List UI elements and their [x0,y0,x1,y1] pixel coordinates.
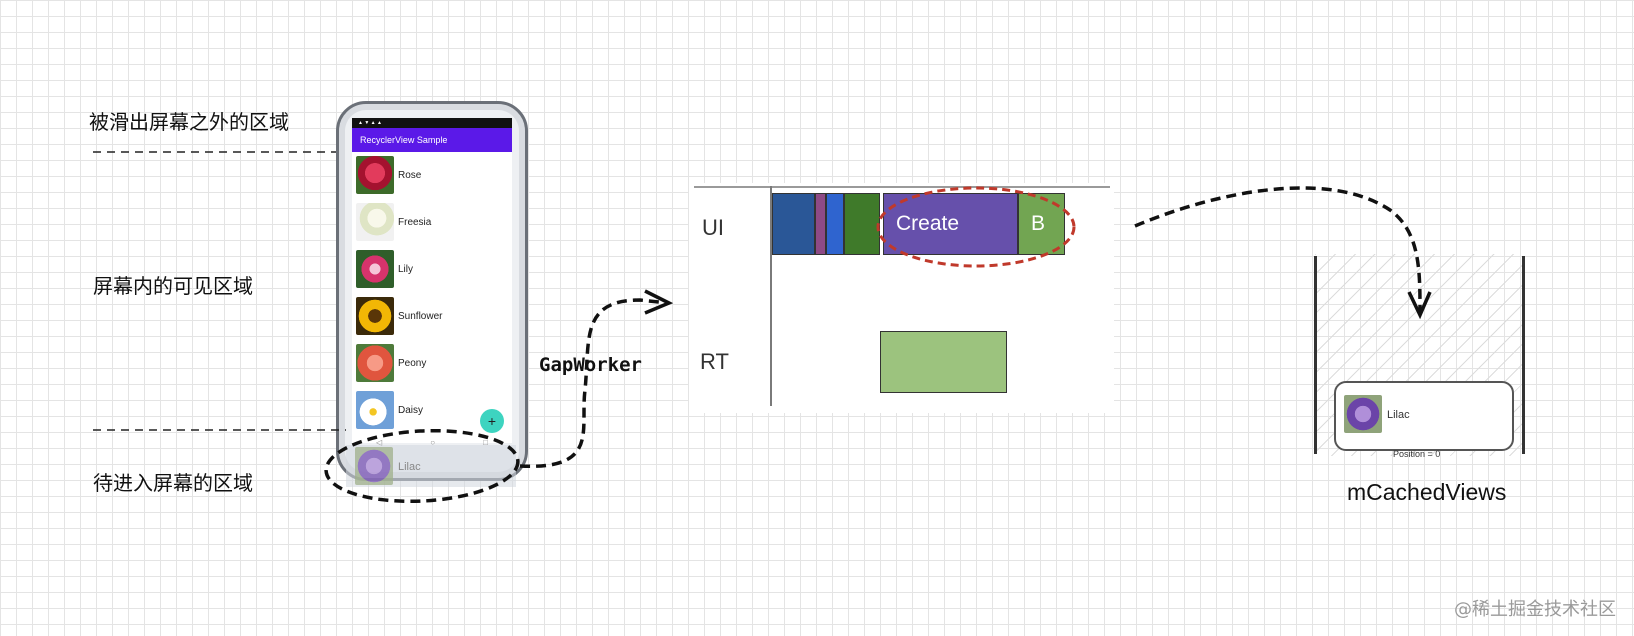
gapworker-arrow [519,298,669,468]
pending-item-label: Lilac [398,461,421,473]
b-block: B [1018,193,1065,255]
create-b-highlight [876,186,1076,268]
sunflower-image [356,297,394,335]
ui-block-4 [844,193,880,255]
item-label: Daisy [398,405,424,416]
position-label: Position = 0 [1393,449,1441,459]
rose-image [356,156,394,194]
phone-screen: ▲ ▼ ▲ ▲ RecyclerView Sample Rose Freesia… [352,118,512,443]
back-icon[interactable]: ◁ [376,437,383,447]
lily-image [356,250,394,288]
cached-item-label: Lilac [1387,409,1410,421]
add-fab-button[interactable]: + [480,409,504,433]
rt-thread-label: RT [700,349,729,374]
visible-region-label: 屏幕内的可见区域 [93,274,253,298]
offscreen-region-label: 被滑出屏幕之外的区域 [89,110,289,134]
list-item[interactable]: Peony [352,340,512,387]
timeline-top-line [694,186,1110,188]
list-item[interactable]: Rose [352,152,512,199]
item-label: Peony [398,358,427,369]
watermark: @稀土掘金技术社区 [1454,599,1616,620]
pending-region-label: 待进入屏幕的区域 [93,471,253,495]
lilac-image [355,447,393,485]
ui-block-1 [772,193,815,255]
frame-timeline: UI RT Create B [689,183,1114,413]
cache-arrowhead [1407,291,1432,320]
item-label: Freesia [398,217,432,228]
freesia-image [356,203,394,241]
lilac-image [1344,395,1382,433]
pending-item-ellipse [324,428,520,504]
peony-image [356,344,394,382]
item-label: Rose [398,170,422,181]
list-item[interactable]: Daisy [352,387,512,434]
daisy-image [356,391,394,429]
app-bar: RecyclerView Sample [352,128,512,152]
app-title: RecyclerView Sample [360,135,448,145]
container-left-wall [1314,256,1317,454]
recents-icon[interactable]: □ [483,437,488,447]
timeline-axis [770,186,772,406]
rt-block [880,331,1007,393]
home-icon[interactable]: ○ [430,437,436,447]
list-item[interactable]: Freesia [352,199,512,246]
list-item[interactable]: Sunflower [352,293,512,340]
list-item[interactable]: Lily [352,246,512,293]
cached-item: Lilac [1334,381,1514,451]
item-label: Lily [398,264,414,275]
create-block: Create [883,193,1018,255]
gapworker-arrowhead [644,289,674,315]
item-label: Sunflower [398,311,443,322]
pending-list-item: Lilac [346,445,516,487]
status-bar: ▲ ▼ ▲ ▲ [352,118,512,128]
ui-block-3 [826,193,844,255]
phone-frame: ▲ ▼ ▲ ▲ RecyclerView Sample Rose Freesia… [336,101,528,481]
mcachedviews-label: mCachedViews [1347,479,1507,505]
gapworker-label: GapWorker [539,354,642,376]
ui-block-2 [815,193,826,255]
ui-thread-label: UI [702,215,724,240]
cache-arrow [1134,186,1422,313]
nav-bar: ◁ ○ □ [352,435,512,449]
container-right-wall [1522,256,1525,454]
